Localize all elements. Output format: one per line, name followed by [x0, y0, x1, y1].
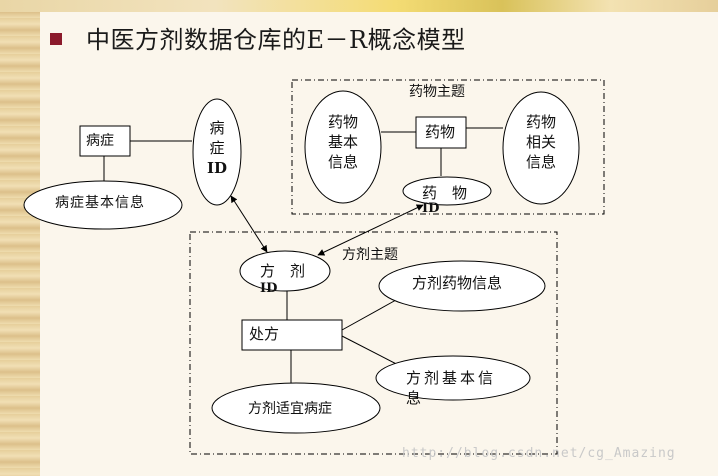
drug-id-line2: ID: [422, 201, 474, 217]
drug-related-info-line2: 相关: [521, 132, 561, 152]
drug-related-info-line1: 药物: [521, 112, 561, 132]
formula-topic-label: 方剂主题: [342, 245, 398, 265]
disease-id-label: 病 症 ID: [205, 118, 229, 178]
disease-basic-info-label: 病症基本信息: [55, 193, 145, 213]
formula-id-line2: ID: [260, 281, 320, 297]
drug-basic-info-line3: 信息: [323, 152, 363, 172]
prescription-entity-label: 处方: [249, 324, 279, 344]
formula-basic-info-line2: 息: [406, 388, 506, 408]
drug-basic-info-line1: 药物: [323, 112, 363, 132]
drug-related-info-line3: 信息: [521, 152, 561, 172]
drug-basic-info-label: 药物 基本 信息: [323, 112, 363, 172]
drug-id-line1: 药 物: [422, 183, 474, 203]
drug-basic-info-line2: 基本: [323, 132, 363, 152]
disease-entity-label: 病症: [86, 131, 114, 151]
formula-id-label: 方 剂 ID: [260, 261, 320, 297]
formula-indication-label: 方剂适宜病症: [248, 399, 332, 419]
formula-basic-info-label: 方剂基本信 息: [406, 368, 506, 408]
formula-id-line1: 方 剂: [260, 261, 320, 281]
drug-topic-label: 药物主题: [409, 82, 465, 102]
formula-drug-info-label: 方剂药物信息: [412, 273, 502, 293]
watermark-url: http://blog.csdn.net/cg_Amazing: [402, 446, 676, 461]
formula-basic-info-line1: 方剂基本信: [406, 368, 506, 388]
drug-entity-label: 药物: [425, 122, 455, 142]
drug-id-label: 药 物 ID: [422, 183, 474, 217]
disease-id-label-line3: ID: [205, 158, 229, 178]
disease-id-label-line1: 病: [205, 118, 229, 138]
disease-id-label-line2: 症: [205, 138, 229, 158]
drug-related-info-label: 药物 相关 信息: [521, 112, 561, 172]
